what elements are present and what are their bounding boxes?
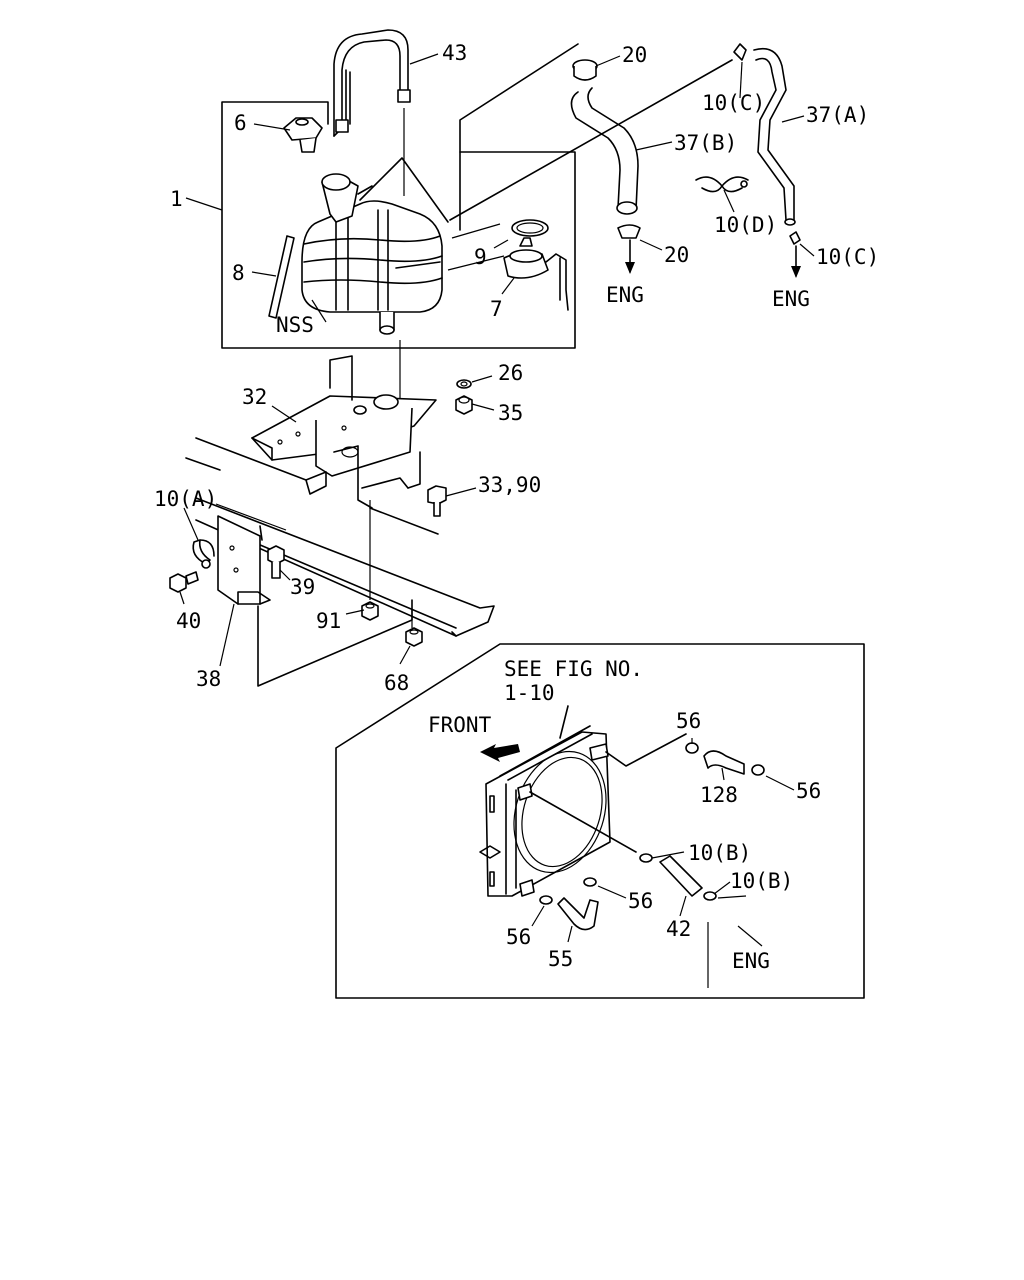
radiator-shroud — [479, 725, 611, 897]
label-eng-left: ENG — [606, 283, 644, 307]
label-part-7: 7 — [490, 297, 503, 321]
label-part-56-a: 56 — [676, 709, 701, 733]
callout-labels: 1 6 8 NSS 43 20 10(C) 37(A) 37(B) 10(D) … — [154, 41, 879, 973]
label-part-55: 55 — [548, 947, 573, 971]
nut-35 — [455, 395, 473, 415]
eng-arrows-upper — [625, 239, 801, 278]
bolt-40 — [169, 571, 199, 593]
nut-68 — [405, 627, 423, 647]
hose-42 — [639, 853, 717, 901]
label-fig-number: 1-10 — [504, 681, 555, 705]
label-part-10d: 10(D) — [714, 213, 777, 237]
connector-lines-upper — [359, 43, 733, 398]
label-part-37a: 37(A) — [806, 103, 869, 127]
hose-37a — [733, 43, 801, 245]
label-part-56-c: 56 — [628, 889, 653, 913]
label-part-32: 32 — [242, 385, 267, 409]
label-part-10c-top: 10(C) — [702, 91, 765, 115]
level-sensor — [503, 219, 569, 311]
label-part-43: 43 — [442, 41, 467, 65]
label-part-56-b: 56 — [796, 779, 821, 803]
strap-43 — [333, 29, 411, 137]
bracket-38 — [217, 515, 271, 605]
washer-26 — [456, 379, 472, 389]
radiator-cap — [283, 117, 323, 153]
connector-lines-radiator — [529, 705, 763, 988]
label-part-35: 35 — [498, 401, 523, 425]
nut-91 — [361, 601, 379, 621]
hose-8 — [268, 235, 295, 319]
label-front: FRONT — [428, 713, 492, 737]
bolt-33-90 — [427, 485, 447, 517]
reservoir-tank — [301, 173, 443, 335]
label-part-10c-bottom: 10(C) — [816, 245, 879, 269]
reservoir-group-frame — [221, 101, 576, 349]
label-part-26: 26 — [498, 361, 523, 385]
label-part-20-top: 20 — [622, 43, 647, 67]
label-part-56-d: 56 — [506, 925, 531, 949]
connector-lines-lower — [257, 500, 439, 687]
label-part-8: 8 — [232, 261, 245, 285]
label-see-fig: SEE FIG NO. — [504, 657, 643, 681]
clip-10a — [192, 539, 215, 569]
label-part-68: 68 — [384, 671, 409, 695]
label-part-38: 38 — [196, 667, 221, 691]
label-part-10a: 10(A) — [154, 487, 217, 511]
hose-37b — [570, 59, 641, 239]
label-part-33-90: 33,90 — [478, 473, 541, 497]
bolt-39 — [267, 545, 285, 579]
label-part-1: 1 — [170, 187, 183, 211]
clip-10d — [695, 176, 749, 193]
label-part-10b-b: 10(B) — [730, 869, 793, 893]
label-part-128: 128 — [700, 783, 738, 807]
radiator-inset-frame — [335, 643, 865, 999]
hose-128 — [685, 742, 765, 776]
leader-lines — [179, 53, 815, 943]
label-part-91: 91 — [316, 609, 341, 633]
front-arrow — [480, 744, 520, 762]
label-part-6: 6 — [234, 111, 247, 135]
label-eng-radiator: ENG — [732, 949, 770, 973]
label-eng-right: ENG — [772, 287, 810, 311]
label-part-39: 39 — [290, 575, 315, 599]
label-part-10b-a: 10(B) — [688, 841, 751, 865]
label-part-37b: 37(B) — [674, 131, 737, 155]
label-part-40: 40 — [176, 609, 201, 633]
mount-bracket — [251, 355, 437, 509]
label-nss: NSS — [276, 313, 314, 337]
label-part-42: 42 — [666, 917, 691, 941]
label-part-20-bottom: 20 — [664, 243, 689, 267]
label-part-9: 9 — [474, 245, 487, 269]
hose-55 — [539, 877, 599, 931]
